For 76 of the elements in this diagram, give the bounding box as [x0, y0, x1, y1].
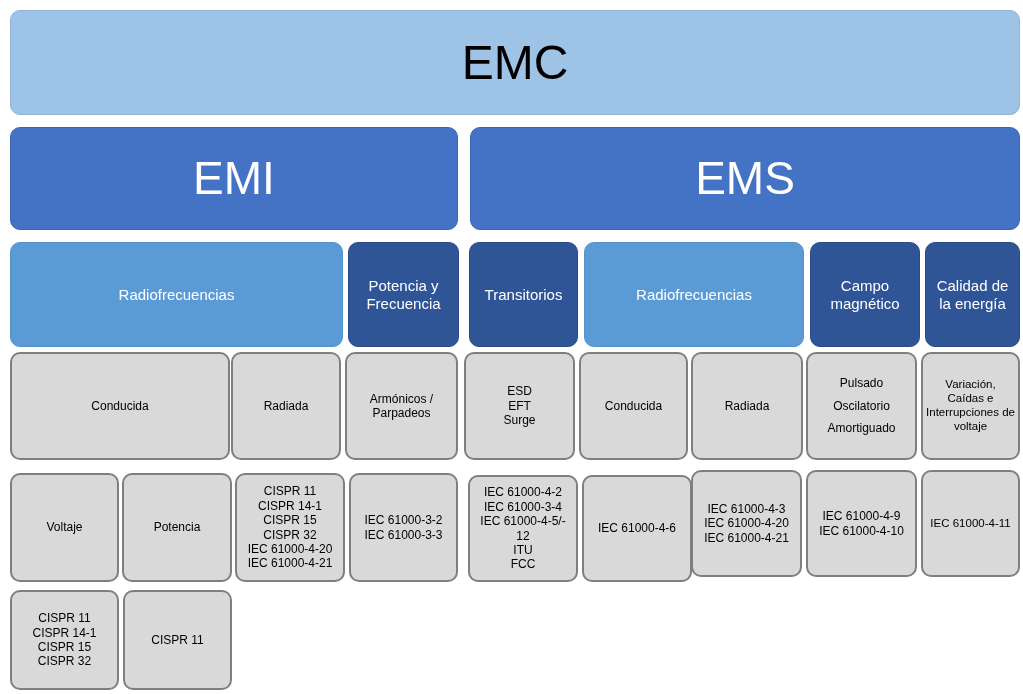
box-label: EMS [695, 150, 795, 206]
box-label: Variación, Caídas e Interrupciones de voltaje [926, 378, 1015, 434]
standard-box [806, 352, 917, 460]
standard-box [582, 475, 692, 582]
box-label: EMI [193, 150, 275, 206]
box-label: Radiofrecuencias [636, 285, 752, 304]
standard-box [123, 590, 232, 690]
box-label: Potencia [153, 520, 201, 535]
category-header [10, 10, 1020, 115]
box-label: CISPR 32 [37, 654, 92, 669]
box-label: IEC 61000-4-5/- 12 [479, 514, 567, 543]
box-label: Amortiguado [827, 421, 896, 436]
box-label: Surge [503, 413, 536, 428]
subcategory-box [469, 242, 578, 347]
box-label: Armónicos / Parpadeos [368, 391, 435, 421]
box-label: Voltaje [46, 520, 83, 535]
standard-box [10, 352, 230, 460]
box-label: CISPR 14-1 [32, 625, 97, 640]
box-label: Radiada [263, 398, 309, 414]
category-header [470, 127, 1020, 230]
box-label: Oscilatorio [833, 398, 890, 414]
box-label: Conducida [604, 398, 663, 414]
box-label: Calidad de la energía [935, 276, 1010, 313]
standard-box [921, 352, 1020, 460]
box-label: Radiada [724, 398, 770, 414]
box-label: IEC 61000-4-11 [930, 516, 1011, 531]
standard-box [921, 470, 1020, 577]
standard-box [464, 352, 575, 460]
subcategory-box [925, 242, 1020, 347]
standard-box [10, 473, 119, 582]
box-label: CISPR 14-1 [258, 498, 322, 514]
box-label: IEC 61000-3-2 [364, 513, 443, 528]
box-label: CISPR 11 [151, 632, 204, 648]
subcategory-box [10, 242, 343, 347]
box-label: CISPR 11 [263, 484, 317, 499]
box-label: CISPR 15 [263, 513, 317, 528]
box-label: ITU [513, 542, 533, 558]
box-label: Transitorios [484, 285, 563, 304]
standard-box [579, 352, 688, 460]
box-label: IEC 61000-4-9 [822, 509, 901, 524]
standard-box [122, 473, 232, 582]
box-label: Radiofrecuencias [118, 285, 235, 304]
standard-box [235, 473, 345, 582]
box-label: IEC 61000-4-20 [704, 516, 789, 531]
box-label: IEC 61000-4-3 [707, 501, 786, 517]
standard-box [10, 590, 119, 690]
box-label: EMC [461, 34, 569, 91]
box-label: IEC 61000-4-21 [247, 556, 333, 571]
standard-box [468, 475, 578, 582]
subcategory-box [810, 242, 920, 347]
box-label: IEC 61000-4-21 [704, 530, 789, 546]
box-label: IEC 61000-4-6 [597, 521, 676, 536]
box-label: Campo magnético [829, 276, 901, 313]
box-label: CISPR 15 [37, 640, 92, 655]
box-label: Pulsado [839, 376, 884, 391]
box-label: IEC 61000-4-20 [247, 541, 333, 557]
box-label: ESD [507, 384, 532, 399]
box-label: CISPR 32 [263, 527, 317, 542]
standard-box [231, 352, 341, 460]
box-label: Conducida [91, 398, 149, 414]
box-label: IEC 61000-3-4 [483, 499, 562, 515]
box-label: IEC 61000-4-10 [819, 523, 904, 538]
box-label: Potencia y Frecuencia [365, 276, 442, 313]
category-header [10, 127, 458, 230]
box-label: EFT [508, 398, 531, 414]
box-label: CISPR 11 [38, 611, 91, 626]
subcategory-box [348, 242, 459, 347]
standard-box [345, 352, 458, 460]
standard-box [806, 470, 917, 577]
box-label: IEC 61000-3-3 [364, 527, 443, 542]
standard-box [349, 473, 458, 582]
standard-box [691, 352, 803, 460]
subcategory-box [584, 242, 804, 347]
box-label: FCC [510, 557, 536, 572]
standard-box [691, 470, 802, 577]
box-label: IEC 61000-4-2 [483, 485, 562, 500]
